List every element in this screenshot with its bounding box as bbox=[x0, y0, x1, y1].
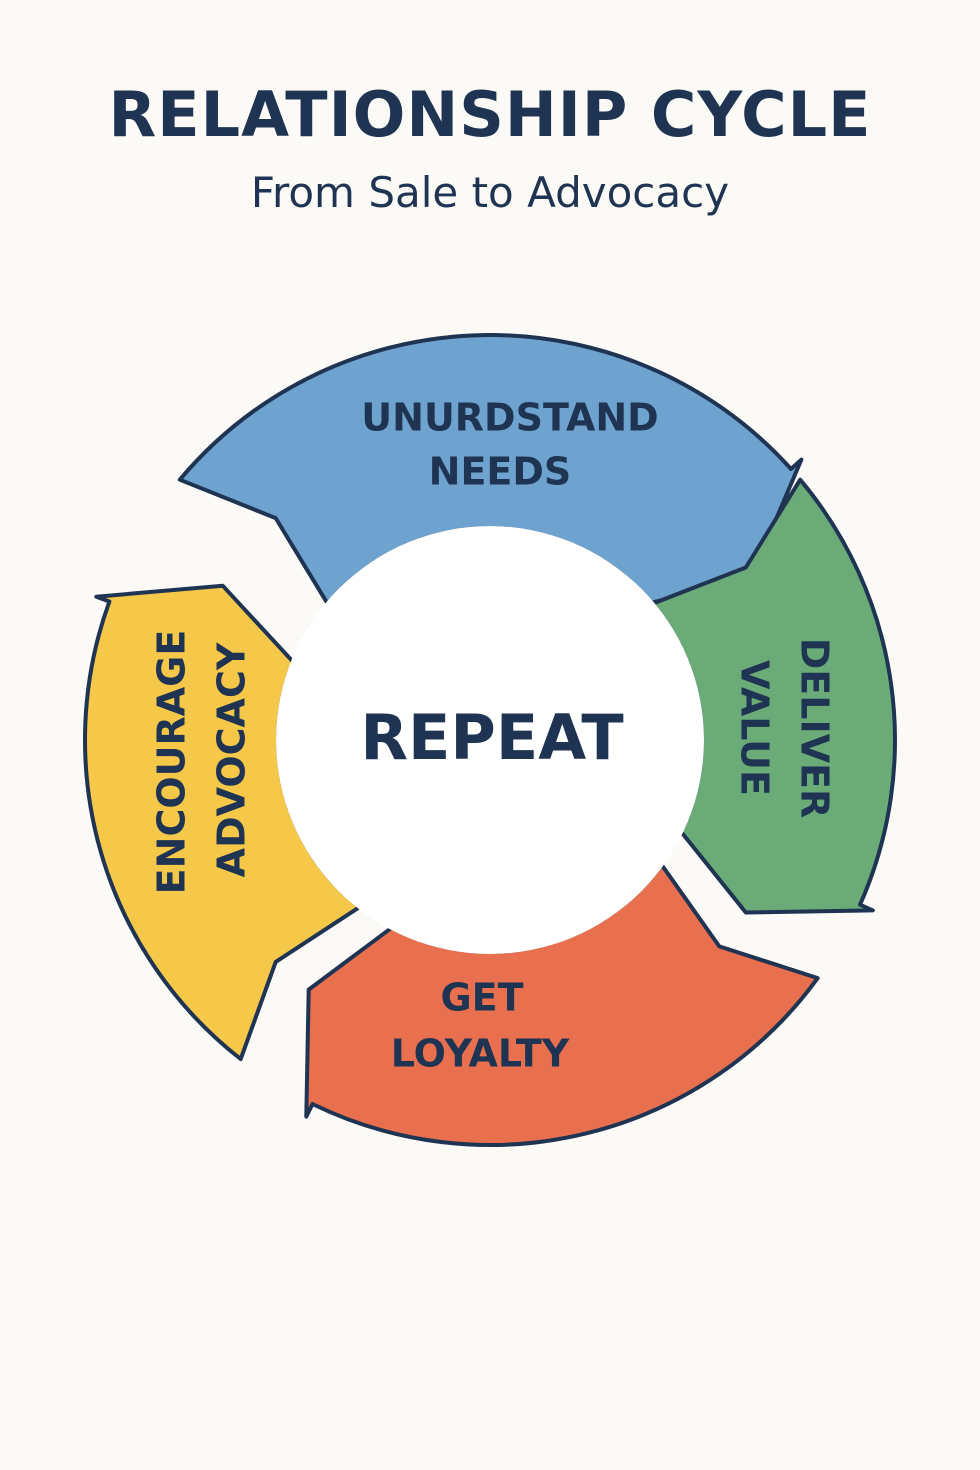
stage-2-line1: DELIVER bbox=[793, 638, 837, 818]
stage-3-line2: LOYALTY bbox=[391, 1032, 570, 1076]
center-label: REPEAT bbox=[360, 701, 623, 774]
stage-4-line2: ADVOCACY bbox=[210, 642, 254, 877]
page-title: RELATIONSHIP CYCLE bbox=[108, 78, 872, 151]
stage-1-line2: NEEDS bbox=[429, 450, 572, 494]
stage-2-line2: VALUE bbox=[733, 660, 777, 796]
stage-3-line1: GET bbox=[440, 976, 523, 1020]
stage-4-line1: ENCOURAGE bbox=[150, 630, 194, 895]
page-subtitle: From Sale to Advocacy bbox=[250, 168, 730, 217]
stage-1-line1: UNURDSTAND bbox=[361, 396, 658, 440]
center-circle bbox=[276, 526, 704, 954]
